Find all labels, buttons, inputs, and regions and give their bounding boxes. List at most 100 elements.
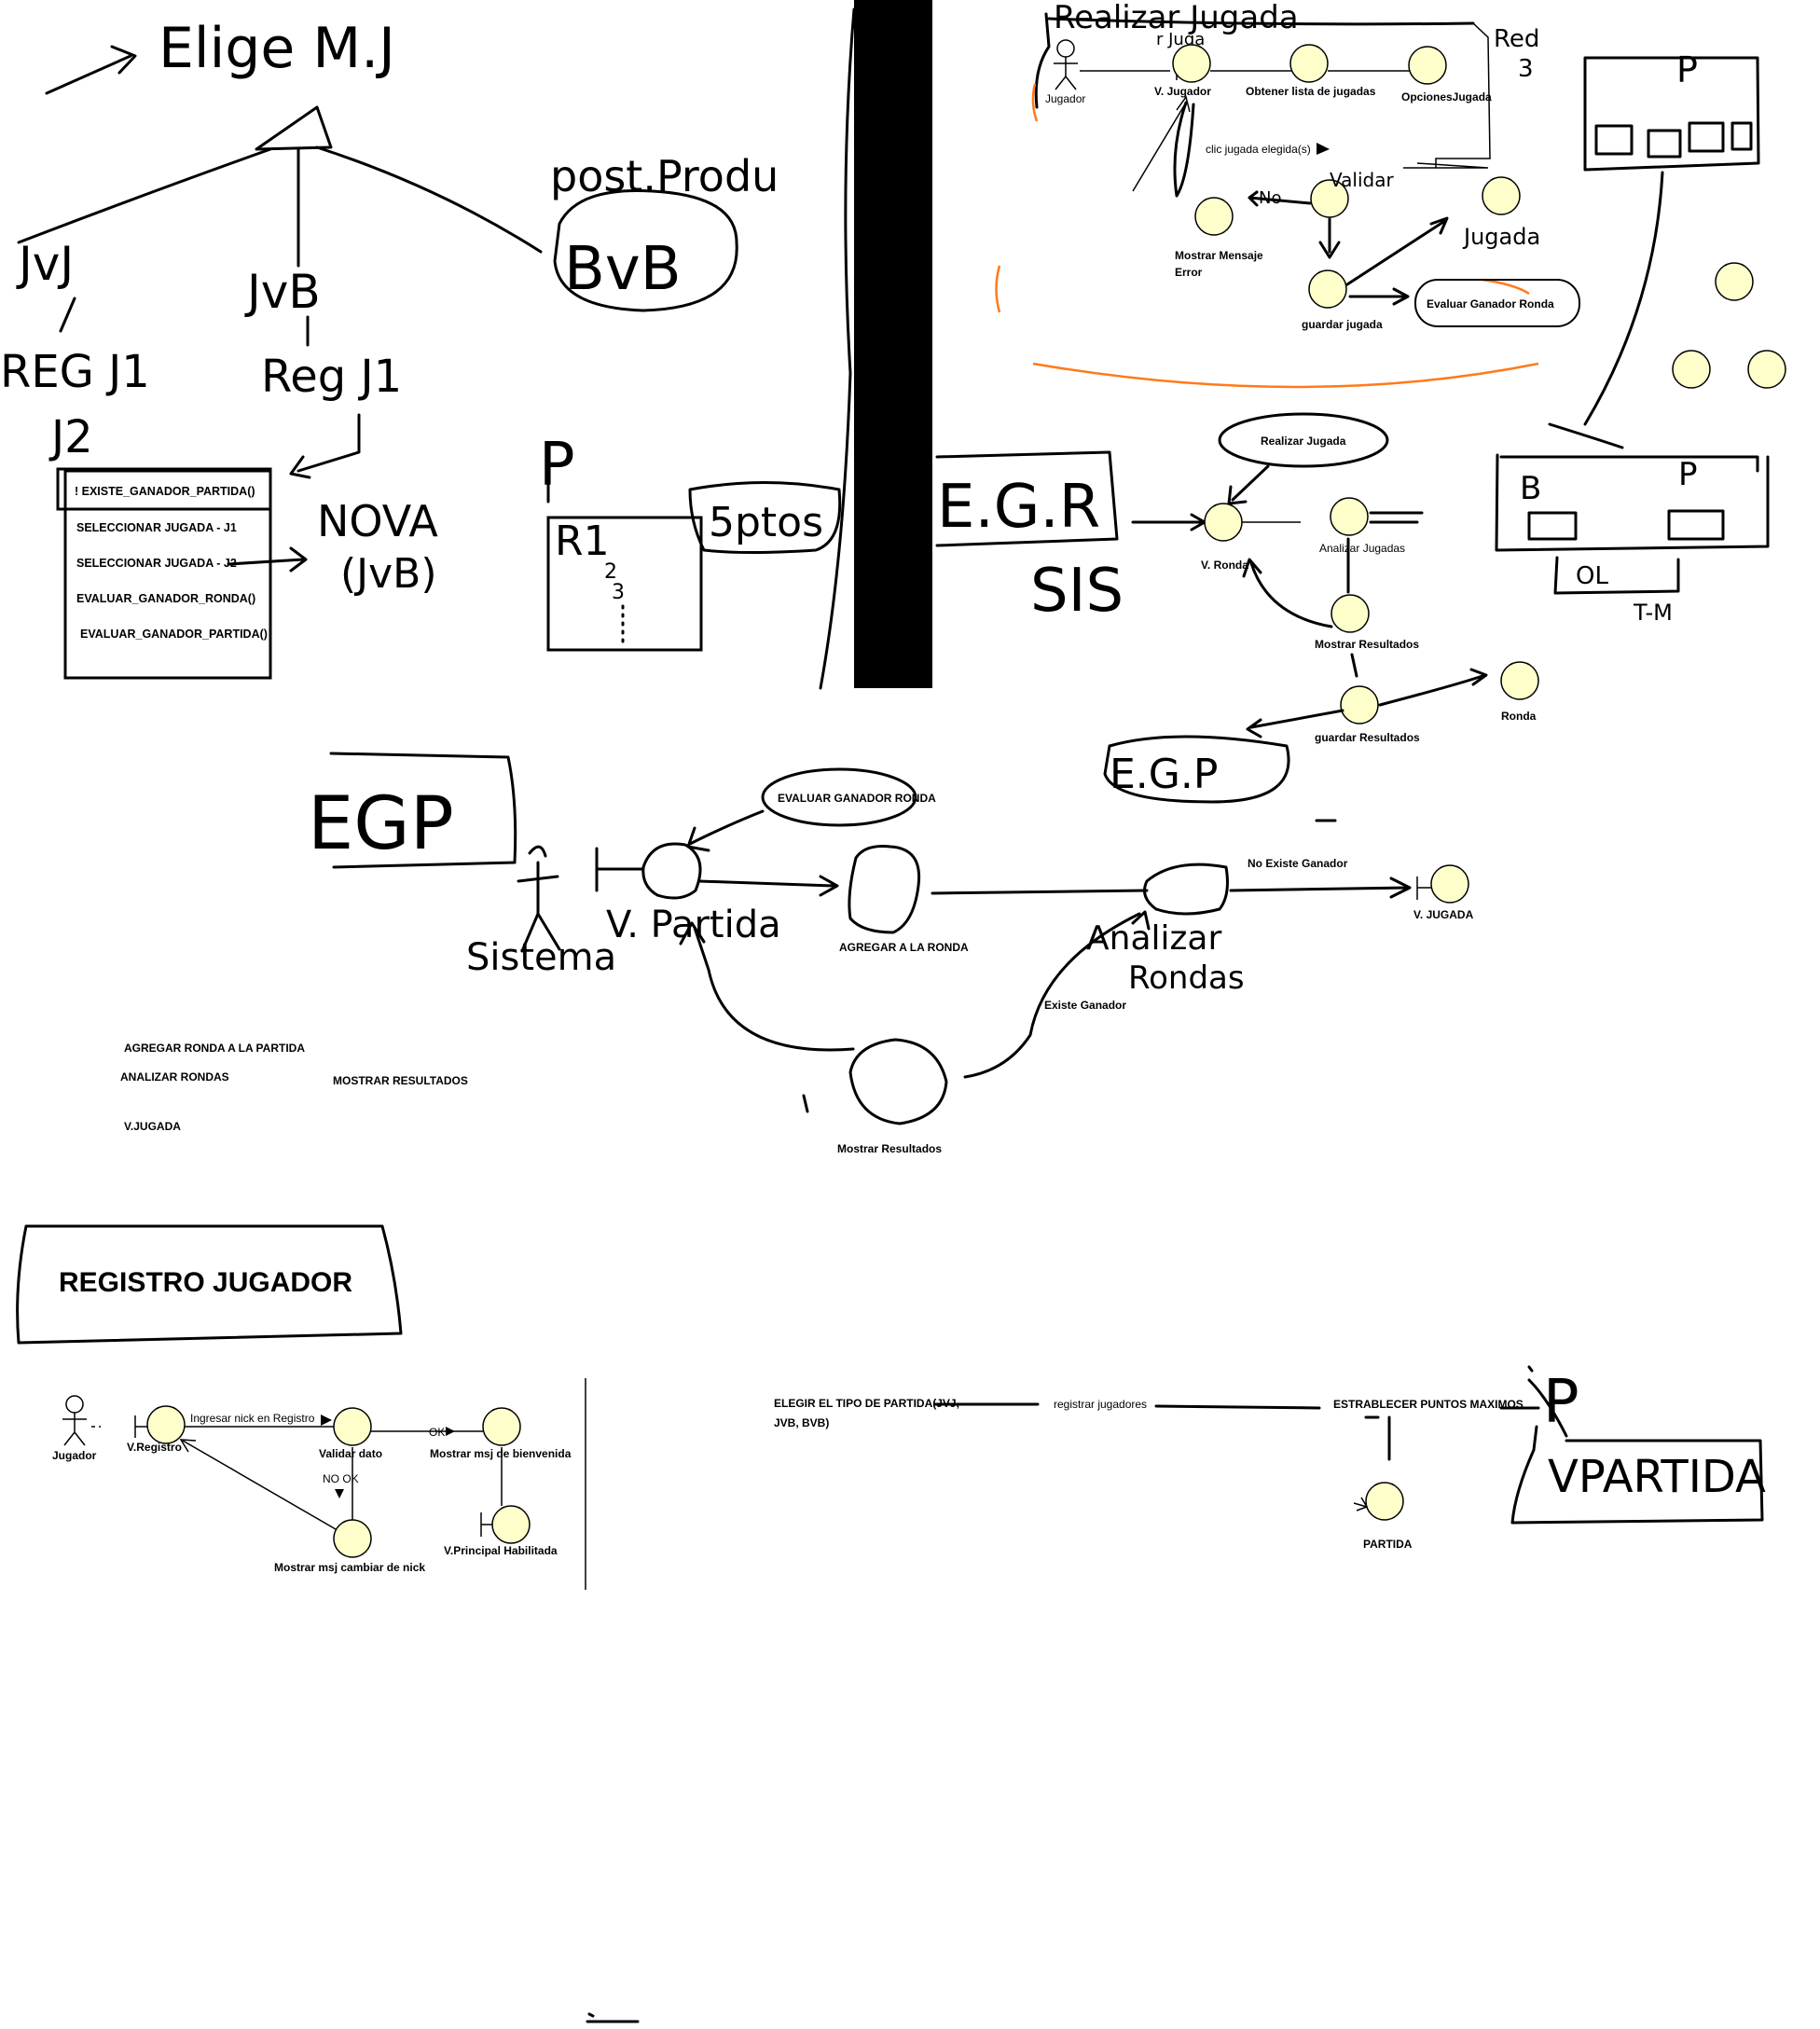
note-analizar-rondas: ANALIZAR RONDAS [120,1070,229,1084]
v-partida-flow-label: VPARTIDA [1548,1451,1766,1503]
jvb-label: JvB [244,265,321,319]
right-sketch: P B P OL T-M [1496,49,1786,626]
opciones-object [1409,47,1446,84]
agregar-ronda-label: AGREGAR A LA RONDA [839,941,969,954]
mostrar-error-label-2: Error [1175,266,1203,279]
guardar-resultados-object [1341,686,1378,724]
v-principal-label: V.Principal Habilitada [444,1544,558,1557]
sistema-label: Sistema [466,936,616,979]
j2-label: J2 [48,411,93,463]
note-agregar-ronda: AGREGAR RONDA A LA PARTIDA [124,1042,305,1055]
method-box: ! EXISTE_GANADOR_PARTIDA() SELECCIONAR J… [58,469,270,678]
bienvenida-object [483,1408,520,1445]
red-num: 3 [1518,55,1534,83]
clic-label: clic jugada elegida(s) [1206,143,1311,156]
egr-diagram: E.G.R SIS Realizar Jugada V. Ronda Anali… [937,414,1538,821]
points-r1: R1 [555,518,610,565]
registro-jugador-diagram: REGISTRO JUGADOR Jugador V.Registro Ingr… [18,1226,586,1590]
reg-j1-b-label: Reg J1 [261,351,402,403]
no-existe-ganador-label: No Existe Ganador [1248,857,1348,870]
mostrar-resultados-label: Mostrar Resultados [1315,638,1419,651]
registro-actor: Jugador [52,1396,97,1462]
cambiar-nick-object [334,1520,371,1557]
red-label: Red [1494,25,1539,53]
ok-label: OK [429,1426,445,1439]
establecer-puntos-label: ESTRABLECER PUNTOS MAXIMOS [1333,1398,1524,1411]
v-jugada-object [1431,865,1468,903]
v-registro-label: V.Registro [127,1441,182,1454]
partida-object [1366,1483,1403,1520]
v-ronda-label: V. Ronda [1201,559,1248,572]
right-sketch-b: B [1520,470,1541,507]
notes: AGREGAR RONDA A LA PARTIDA ANALIZAR ROND… [120,1042,468,1133]
right-sketch-tm: T-M [1633,600,1673,626]
registrar-jugadores-label: registrar jugadores [1054,1398,1147,1411]
post-produ-label: post.Produ [550,151,779,201]
mostrar-error-label-1: Mostrar Mensaje [1175,249,1263,262]
v-principal-object [492,1506,530,1543]
ronda-object [1501,662,1538,699]
guardar-resultados-label: guardar Resultados [1315,731,1420,744]
jugada-label: Jugada [1462,224,1540,250]
right-sketch-p-top: P [1676,49,1698,90]
evaluar-ganador-ronda-label: Evaluar Ganador Ronda [1427,297,1554,311]
mostrar-resultados-egp-label: Mostrar Resultados [837,1142,942,1155]
validar-dato-object [334,1408,371,1445]
cambiar-nick-label: Mostrar msj cambiar de nick [274,1561,425,1574]
right-sketch-p: P [1678,456,1698,493]
validar-label: Validar [1330,169,1394,191]
points-3: 3 [612,581,625,604]
points-p: P [539,431,575,500]
note-v-jugada: V.JUGADA [124,1120,181,1133]
analizar-rondas-label-1: Analizar [1086,919,1221,958]
bienvenida-label: Mostrar msj de bienvenida [430,1447,572,1460]
mostrar-error-object [1195,198,1233,235]
v-registro-object [147,1406,185,1443]
method-item: EVALUAR_GANADOR_PARTIDA() [80,628,268,641]
partida-label: PARTIDA [1363,1538,1413,1551]
v-jugador-label: V. Jugador [1154,85,1211,98]
egr-sis: SIS [1030,557,1124,626]
inheritance-triangle [256,107,331,149]
agregar-ronda-object [849,847,919,933]
analizar-jugadas-object [1331,498,1368,535]
bottom-stray-mark [587,2014,638,2022]
method-item: SELECCIONAR JUGADA - J1 [76,521,237,534]
ronda-label: Ronda [1501,710,1537,723]
jugada-object [1482,177,1520,214]
analizar-jugadas-label: Analizar Jugadas [1319,542,1405,555]
method-item: SELECCIONAR JUGADA - J2 [76,557,237,570]
guardar-object [1309,270,1346,308]
jvj-label: JvJ [16,237,74,291]
ingresar-nick-label: Ingresar nick en Registro [190,1412,315,1425]
right-sketch-ol: OL [1576,562,1608,590]
method-item: EVALUAR_GANADOR_RONDA() [76,592,255,605]
egp-label-small: E.G.P [1110,751,1218,798]
analizar-rondas-label-2: Rondas [1128,959,1245,997]
obtener-object [1290,45,1328,82]
registro-title: REGISTRO JUGADOR [59,1267,352,1298]
elegir-tipo-label-1: ELEGIR EL TIPO DE PARTIDA(JVJ, [774,1397,959,1410]
mostrar-resultados-object [1331,595,1369,632]
v-ronda-object [1205,504,1242,541]
method-item: ! EXISTE_GANADOR_PARTIDA() [75,485,255,498]
flow-diagram: ELEGIR EL TIPO DE PARTIDA(JVJ, JVB, BVB)… [774,1367,1766,1551]
egr-title: E.G.R [937,473,1100,542]
analizar-rondas-object [1145,864,1228,914]
sistema-actor: Sistema [466,847,616,979]
existe-ganador-label: Existe Ganador [1044,999,1126,1012]
note-mostrar-resultados: MOSTRAR RESULTADOS [333,1074,468,1087]
no-ok-label: NO OK [323,1472,359,1485]
nova-label: NOVA [317,496,438,546]
obtener-label: Obtener lista de jugadas [1246,85,1376,98]
egp-title: EGP [308,782,454,866]
realizar-jugada-diagram: Realizar Jugada r Juga Red 3 Jugador V. … [997,0,1580,387]
black-divider [854,0,932,688]
divider-edge [820,9,854,688]
mostrar-resultados-egp-object [850,1040,946,1124]
elegir-tipo-label-2: JVB, BVB) [774,1416,829,1429]
guardar-label: guardar jugada [1302,318,1383,331]
svg-text:Jugador: Jugador [52,1449,97,1462]
bvb-label: BvB [564,235,682,304]
